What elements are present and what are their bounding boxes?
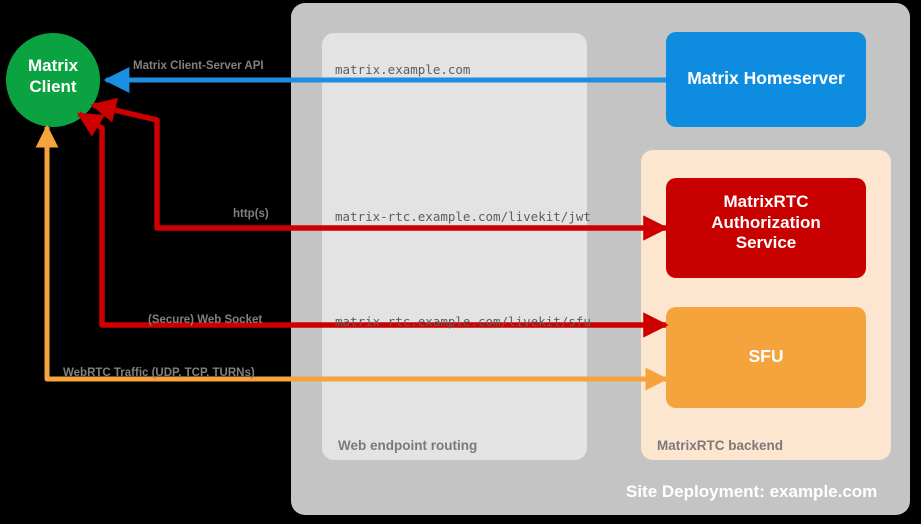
web-endpoint-routing-container (322, 33, 587, 460)
edge-label-matrix-client-server-api: Matrix Client-Server API (133, 60, 264, 72)
matrix-client-node[interactable] (6, 33, 100, 127)
web-endpoint-routing-label: Web endpoint routing (338, 438, 478, 453)
matrix-homeserver-node[interactable] (666, 32, 866, 127)
matrixrtc-authorization-service-node[interactable] (666, 178, 866, 278)
sfu-node[interactable] (666, 307, 866, 408)
matrixrtc-backend-label: MatrixRTC backend (657, 438, 784, 453)
endpoint-livekit-sfu: matrix-rtc.example.com/livekit/sfu (335, 314, 591, 329)
edge-label-webrtc-traffic: WebRTC Traffic (UDP, TCP, TURNs) (63, 367, 255, 379)
endpoint-matrix-example-com: matrix.example.com (335, 62, 471, 77)
edge-label-secure-web-socket: (Secure) Web Socket (148, 314, 263, 326)
endpoint-livekit-jwt: matrix-rtc.example.com/livekit/jwt (335, 209, 591, 224)
edge-webrtc-traffic (35, 124, 669, 391)
site-deployment-label: Site Deployment: example.com (626, 482, 878, 501)
edge-label-https: http(s) (233, 208, 269, 220)
